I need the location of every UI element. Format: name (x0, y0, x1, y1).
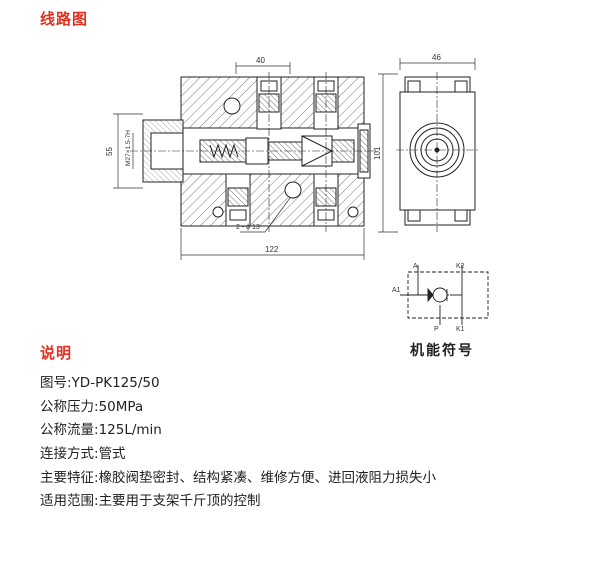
spec-row-pressure: 公称压力:50MPa (40, 398, 144, 415)
spec-list: 图号:YD-PK125/50 公称压力:50MPa 公称流量:125L/min … (40, 372, 436, 514)
symbol-title: 机能符号 (410, 343, 474, 359)
port-k2-label: K2 (456, 263, 465, 270)
spec-row-connection: 连接方式:管式 (40, 446, 126, 463)
section-view (130, 72, 378, 232)
port-a-label: A (413, 263, 418, 270)
spec-row-application: 适用范围:主要用于支架千斤顶的控制 (40, 493, 261, 510)
spec-row-drawing-no: 图号:YD-PK125/50 (40, 375, 160, 391)
description-heading: 说明 (40, 344, 73, 362)
thread-spec: M27×1.5-7H (125, 130, 132, 166)
spec-row-flow: 公称流量:125L/min (40, 422, 162, 439)
dim-40: 40 (256, 56, 265, 65)
dim-55: 55 (105, 147, 114, 156)
circuit-diagram-heading: 线路图 (40, 10, 89, 28)
port-k1-label: K1 (456, 326, 465, 333)
port-p-label: P (434, 326, 439, 333)
port-a1-label: A1 (392, 287, 401, 294)
hole-spec: 2 - ϕ 13 (236, 224, 260, 231)
dim-46: 46 (432, 53, 441, 62)
function-symbol (400, 265, 489, 325)
dim-101: 101 (373, 146, 382, 160)
dim-122: 122 (265, 245, 279, 254)
side-view (396, 72, 480, 232)
spec-row-features: 主要特征:橡胶阀垫密封、结构紧凑、维修方便、进回液阻力损失小 (40, 469, 437, 486)
